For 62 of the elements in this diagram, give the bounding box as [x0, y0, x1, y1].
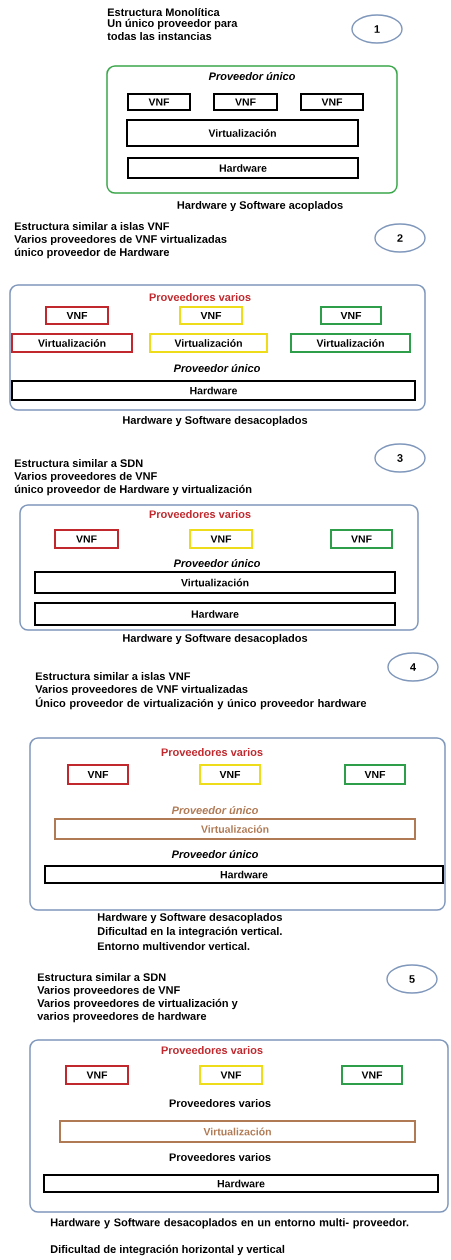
layer-box: VNF — [127, 93, 191, 111]
description-text: Estructura similar a SDN — [14, 458, 143, 468]
layer-box: VNF — [67, 764, 129, 785]
layer-box: Virtualización — [59, 1120, 416, 1143]
layer-heading: Proveedores varios — [161, 747, 263, 757]
description-text: Varios proveedores de VNF virtualizadas — [35, 684, 248, 696]
layer-heading: Proveedores varios — [149, 509, 251, 519]
layer-box: VNF — [344, 764, 406, 785]
layer-box: Virtualización — [126, 119, 359, 147]
description-text: único proveedor de Hardware y virtualización — [14, 484, 252, 496]
layer-box: Hardware — [11, 380, 416, 401]
description-text: Varios proveedores de VNF — [37, 985, 180, 997]
panel-caption: Hardware y Software desacoplados — [97, 912, 282, 924]
panel-caption: Hardware y Software desacoplados — [123, 633, 308, 645]
layer-box: VNF — [199, 764, 261, 785]
layer-box: Virtualización — [290, 333, 411, 353]
layer-box: VNF — [320, 306, 382, 325]
layer-box: VNF — [300, 93, 364, 111]
layer-heading: Proveedores varios — [169, 1098, 271, 1108]
panel-caption: Hardware y Software acoplados — [177, 200, 343, 212]
layer-box: Hardware — [34, 602, 396, 626]
panel-caption: Hardware y Software desacoplados en un entorno multi- proveedor. — [50, 1218, 409, 1229]
description-text: Estructura similar a islas VNF — [14, 221, 170, 231]
panel-caption: Dificultad de integración horizontal y vertical — [50, 1244, 285, 1256]
layer-box: VNF — [54, 529, 119, 549]
layer-box: VNF — [213, 93, 278, 111]
layer-box: VNF — [341, 1065, 403, 1085]
layer-box: Virtualización — [11, 333, 133, 353]
description-text: único proveedor de Hardware — [14, 247, 170, 259]
layer-heading: Proveedor único — [173, 558, 261, 568]
panel-caption: Dificultad en la integración vertical. — [97, 926, 282, 938]
description-text: Estructura similar a SDN — [37, 972, 166, 982]
layer-heading: Proveedores varios — [149, 292, 251, 302]
layer-heading: Proveedor único — [208, 71, 296, 81]
description-text: Varios proveedores de VNF virtualizadas — [14, 234, 227, 246]
layer-box: VNF — [65, 1065, 129, 1085]
layer-box: Hardware — [44, 865, 444, 884]
description-text: Varios proveedores de VNF — [14, 471, 157, 483]
description-text: Un único proveedor para — [107, 18, 238, 30]
layer-heading: Proveedor único — [173, 363, 261, 373]
description-text: varios proveedores de hardware — [37, 1011, 207, 1023]
description-text: Varios proveedores de virtualización y — [37, 998, 238, 1010]
layer-heading: Proveedor único — [171, 849, 259, 859]
description-text: Único proveedor de virtualización y único proveedor hardware — [35, 697, 367, 710]
layer-box: Hardware — [127, 157, 359, 179]
layer-box: Virtualización — [54, 818, 416, 840]
description-text: Estructura Monolítica — [107, 7, 220, 17]
description-text: todas las instancias — [107, 31, 212, 41]
layer-box: VNF — [179, 306, 243, 325]
layer-box: Virtualización — [149, 333, 268, 353]
layer-box: VNF — [45, 306, 109, 325]
layer-box: VNF — [199, 1065, 263, 1085]
layer-heading: Proveedor único — [171, 805, 259, 815]
panel-caption: Hardware y Software desacoplados — [123, 415, 308, 427]
layer-box: Virtualización — [34, 571, 396, 594]
layer-heading: Proveedores varios — [161, 1045, 263, 1055]
layer-heading: Proveedores varios — [169, 1152, 271, 1162]
layer-box: VNF — [189, 529, 253, 549]
layer-box: Hardware — [43, 1174, 439, 1193]
description-text: Estructura similar a islas VNF — [35, 671, 191, 681]
panel-caption: Entorno multivendor vertical. — [97, 941, 250, 951]
layer-box: VNF — [330, 529, 393, 549]
